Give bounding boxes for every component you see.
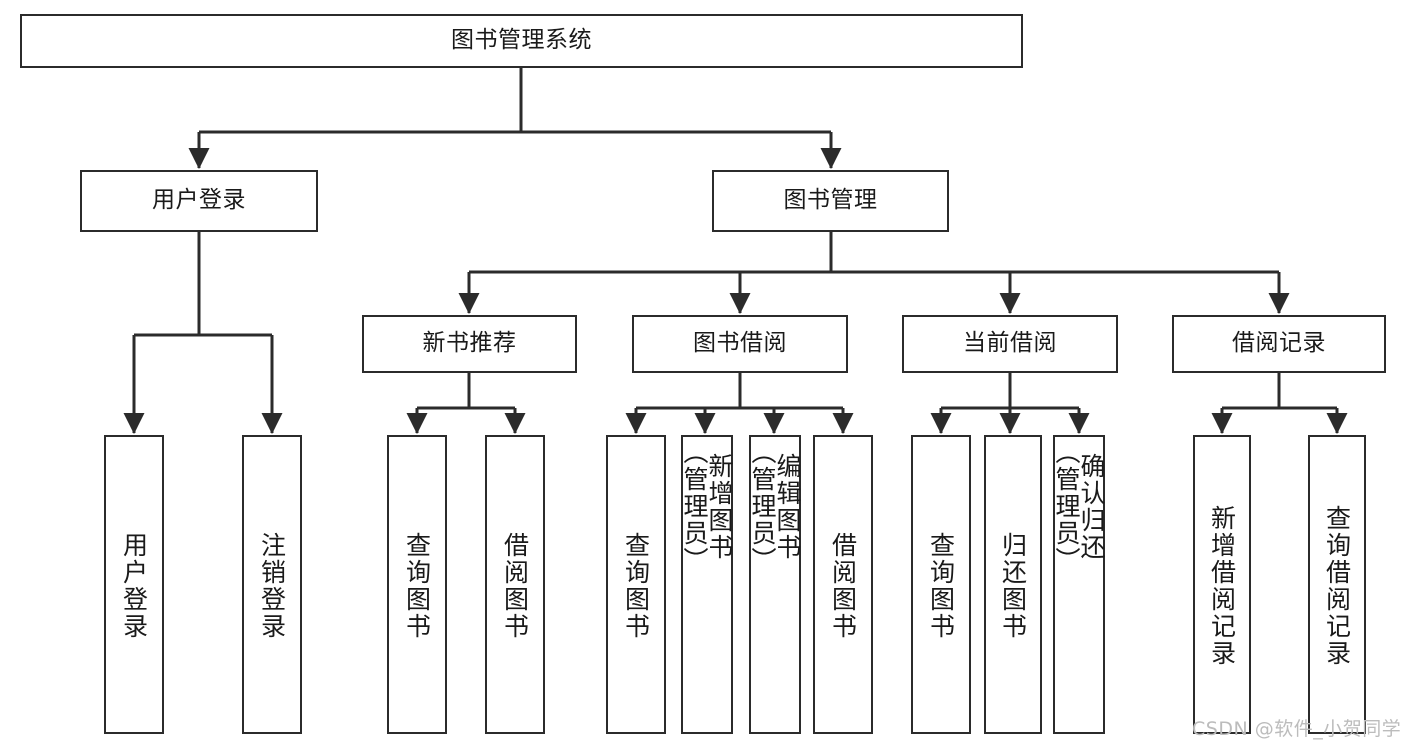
- leaf-borrow-record-add-record[interactable]: 新增借阅记录: [1193, 435, 1251, 734]
- node-label: 用户登录: [119, 531, 149, 640]
- node-label: 借阅记录: [1232, 330, 1326, 357]
- leaf-borrow-record-query-record[interactable]: 查询借阅记录: [1308, 435, 1366, 734]
- node-label: 图书管理: [783, 187, 878, 214]
- leaf-current-borrow-query-book[interactable]: 查询图书: [911, 435, 971, 734]
- node-new-book-recommend[interactable]: 新书推荐: [362, 315, 577, 373]
- node-label: 新书推荐: [422, 330, 517, 357]
- node-book-management[interactable]: 图书管理: [712, 170, 949, 232]
- node-label: 编辑图书 （管理员）: [748, 439, 802, 574]
- node-label: 注销登录: [257, 531, 287, 640]
- node-label: 查询借阅记录: [1322, 504, 1352, 667]
- node-root-system[interactable]: 图书管理系统: [20, 14, 1023, 68]
- node-label: 图书借阅: [693, 330, 787, 357]
- node-label: 当前借阅: [963, 330, 1057, 357]
- node-label: 查询图书: [621, 531, 651, 640]
- node-label: 新增图书 （管理员）: [680, 439, 734, 574]
- node-label: 查询图书: [402, 531, 432, 640]
- node-label: 借阅图书: [500, 531, 530, 640]
- leaf-book-borrow-borrow-book[interactable]: 借阅图书: [813, 435, 873, 734]
- node-label: 图书管理系统: [451, 27, 592, 54]
- leaf-new-book-query-book[interactable]: 查询图书: [387, 435, 447, 734]
- node-label: 归还图书: [998, 531, 1028, 640]
- node-label: 确认归还 （管理员）: [1052, 439, 1106, 574]
- leaf-book-borrow-add-book-admin[interactable]: 新增图书 （管理员）: [680, 435, 734, 734]
- leaf-current-borrow-return-book[interactable]: 归还图书: [984, 435, 1042, 734]
- node-book-borrow[interactable]: 图书借阅: [632, 315, 848, 373]
- leaf-user-login-login[interactable]: 用户登录: [104, 435, 164, 734]
- leaf-current-borrow-confirm-return-admin[interactable]: 确认归还 （管理员）: [1052, 435, 1106, 734]
- node-borrow-record[interactable]: 借阅记录: [1172, 315, 1386, 373]
- node-label: 用户登录: [152, 187, 246, 214]
- leaf-new-book-borrow-book[interactable]: 借阅图书: [485, 435, 545, 734]
- leaf-book-borrow-query-book[interactable]: 查询图书: [606, 435, 666, 734]
- node-user-login[interactable]: 用户登录: [80, 170, 318, 232]
- node-label: 借阅图书: [828, 531, 858, 640]
- node-label: 新增借阅记录: [1207, 504, 1237, 667]
- node-current-borrow[interactable]: 当前借阅: [902, 315, 1118, 373]
- leaf-book-borrow-edit-book-admin[interactable]: 编辑图书 （管理员）: [748, 435, 802, 734]
- leaf-user-login-logout[interactable]: 注销登录: [242, 435, 302, 734]
- node-label: 查询图书: [926, 531, 956, 640]
